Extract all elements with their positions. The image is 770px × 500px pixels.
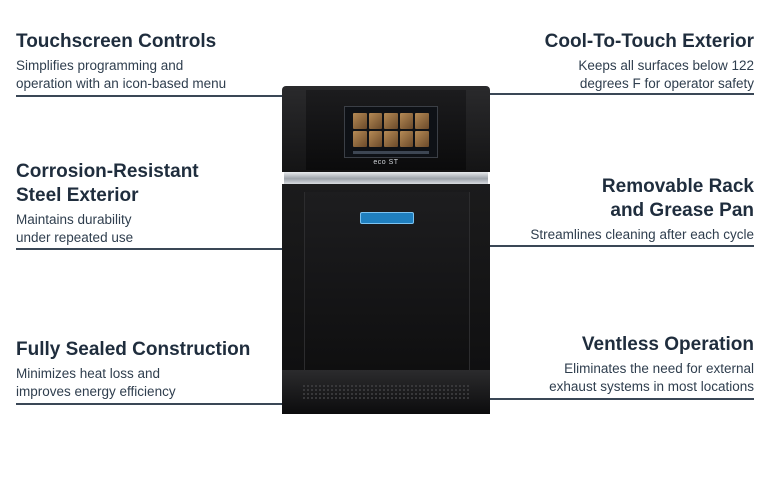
feature-description: Streamlines cleaning after each cycle — [480, 226, 754, 244]
feature-cool-to-touch-exterior: Cool-To-Touch Exterior Keeps all surface… — [480, 30, 754, 93]
feature-description: Maintains durability under repeated use — [16, 211, 276, 247]
feature-description-line: operation with an icon-based menu — [16, 76, 227, 91]
feature-title-line: and Grease Pan — [610, 200, 754, 221]
feature-description-line: Simplifies programming and — [16, 58, 184, 73]
feature-description-line: exhaust systems in most locations — [549, 379, 754, 394]
feature-removable-rack-grease-pan: Removable Rack and Grease Pan Streamline… — [480, 175, 754, 244]
food-icon — [353, 131, 367, 147]
feature-description: Simplifies programming and operation wit… — [16, 57, 286, 93]
leader-line — [468, 398, 754, 400]
food-icon — [415, 131, 429, 147]
food-icon — [384, 131, 398, 147]
leader-line — [16, 403, 302, 405]
feature-title: Cool-To-Touch Exterior — [544, 31, 754, 52]
oven-illustration: eco ST — [282, 86, 490, 414]
feature-description-line: Streamlines cleaning after each cycle — [530, 227, 754, 242]
feature-description-line: degrees F for operator safety — [579, 76, 754, 91]
feature-description-line: improves energy efficiency — [16, 384, 176, 399]
feature-description-line: under repeated use — [16, 230, 134, 245]
food-icon — [399, 113, 414, 129]
feature-description-line: Keeps all surfaces below 122 — [578, 58, 754, 73]
feature-corrosion-resistant-steel: Corrosion-Resistant Steel Exterior Maint… — [16, 160, 276, 247]
feature-description: Eliminates the need for external exhaust… — [480, 360, 754, 396]
brand-badge-logo — [360, 212, 414, 224]
feature-title: Removable Rack and Grease Pan — [480, 175, 754, 223]
feature-description: Minimizes heat loss and improves energy … — [16, 365, 286, 401]
food-icon — [384, 113, 398, 129]
feature-description-line: Maintains durability — [16, 212, 132, 227]
leader-line — [16, 95, 302, 97]
feature-title: Fully Sealed Construction — [16, 339, 251, 360]
food-icon — [353, 113, 367, 129]
feature-description-line: Minimizes heat loss and — [16, 366, 161, 381]
feature-title: Touchscreen Controls — [16, 31, 217, 52]
food-icon — [399, 131, 414, 147]
vent-grille — [302, 384, 470, 400]
model-label: eco ST — [373, 159, 399, 166]
feature-title-line: Corrosion-Resistant — [16, 161, 199, 182]
food-icon — [368, 131, 383, 147]
menu-icon-grid — [353, 113, 429, 147]
feature-title: Corrosion-Resistant Steel Exterior — [16, 160, 276, 208]
feature-title: Ventless Operation — [581, 334, 754, 355]
feature-fully-sealed-construction: Fully Sealed Construction Minimizes heat… — [16, 338, 286, 401]
feature-description: Keeps all surfaces below 122 degrees F f… — [480, 57, 754, 93]
food-icon — [415, 113, 429, 129]
steel-trim — [284, 172, 488, 184]
feature-touchscreen-controls: Touchscreen Controls Simplifies programm… — [16, 30, 286, 93]
leader-line — [468, 93, 754, 95]
feature-description-line: Eliminates the need for external — [564, 361, 754, 376]
leader-line — [468, 245, 754, 247]
screen-status-bar — [353, 151, 429, 154]
touchscreen-display — [344, 106, 438, 158]
feature-ventless-operation: Ventless Operation Eliminates the need f… — [480, 333, 754, 396]
leader-line — [16, 248, 302, 250]
feature-title-line: Removable Rack — [601, 176, 754, 197]
food-icon — [368, 113, 383, 129]
feature-title-line: Steel Exterior — [16, 185, 139, 206]
